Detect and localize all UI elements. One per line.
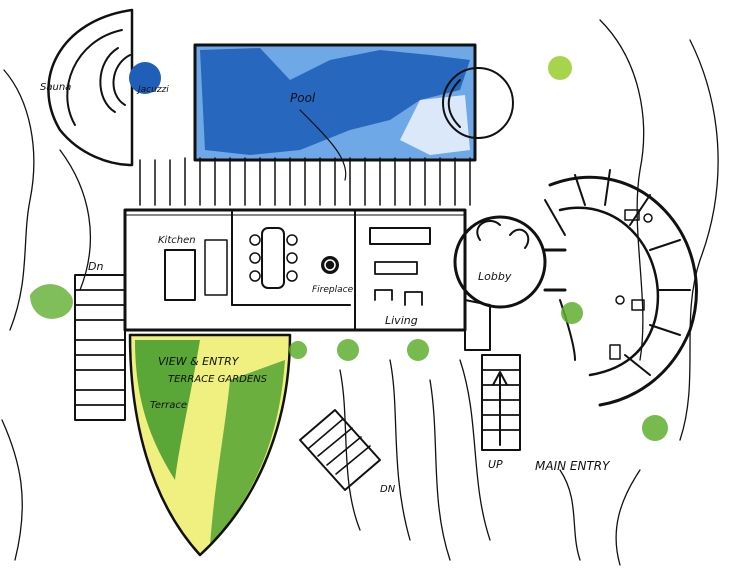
jacuzzi-label: Jacuzzi xyxy=(136,85,169,95)
wing-fixtures xyxy=(609,209,653,360)
armchair-2 xyxy=(404,291,423,306)
lobby-connector xyxy=(464,299,491,351)
lobby-label: Lobby xyxy=(478,270,512,283)
garden-fill-green xyxy=(135,340,200,480)
up-label: UP xyxy=(488,458,503,471)
fireplace-label: Fireplace xyxy=(312,285,354,295)
sauna-inner-arc xyxy=(66,29,123,126)
stairs-bottom-label: DN xyxy=(380,484,396,495)
stairs-bottom-outline xyxy=(299,409,381,491)
stairs-bottom-treads xyxy=(308,418,371,475)
wing-gap-bottom xyxy=(559,299,576,361)
fireplace-ring xyxy=(324,259,336,271)
wing-room-dividers xyxy=(574,169,691,376)
sauna-label: Sauna xyxy=(40,82,71,93)
stairs-left: Dn xyxy=(30,260,126,421)
terrace-garden: VIEW & ENTRY TERRACE GARDENS Terrace xyxy=(128,333,292,557)
dining-table xyxy=(261,227,285,289)
shrub-1 xyxy=(289,341,307,359)
terrace-gardens-label: TERRACE GARDENS xyxy=(168,374,268,385)
pool-label: Pool xyxy=(290,91,316,105)
terrace-label: Terrace xyxy=(150,400,187,411)
lobby: Lobby xyxy=(453,215,567,351)
stairs-left-label: Dn xyxy=(88,260,103,273)
shrub-6 xyxy=(642,415,668,441)
sofa-top xyxy=(369,227,431,245)
pool-water-dark xyxy=(200,48,470,155)
pool-spa-arc xyxy=(447,79,461,128)
jacuzzi-ring-1 xyxy=(112,54,131,106)
lobby-stair-arc-1 xyxy=(476,220,501,241)
pool: Pool xyxy=(193,43,514,181)
wing-inner xyxy=(558,206,660,377)
sauna-outline xyxy=(47,8,134,167)
shrubs xyxy=(289,56,668,441)
deck-slats xyxy=(139,157,471,206)
jacuzzi-ring-2 xyxy=(99,47,119,113)
shrub-3 xyxy=(407,339,429,361)
pool-leader xyxy=(299,109,347,181)
stairs-left-outline xyxy=(74,274,126,421)
entry-stairs-outline xyxy=(481,354,521,451)
kitchen-label: Kitchen xyxy=(158,235,196,246)
garden-fill-green-right xyxy=(210,360,285,545)
shrub-left xyxy=(30,284,73,319)
wing-gap-top xyxy=(544,199,566,236)
armchair-1 xyxy=(374,289,393,301)
lobby-stair-arc-2 xyxy=(509,228,530,249)
coffee-table xyxy=(374,261,418,275)
fireplace-symbol xyxy=(321,256,339,274)
main-house: Kitchen Fireplace Living xyxy=(123,208,467,332)
pool-water-white-patch xyxy=(400,95,470,155)
dining-chairs xyxy=(249,234,298,282)
shrub-2 xyxy=(337,339,359,361)
shrub-4 xyxy=(548,56,572,80)
kitchen-island xyxy=(164,249,196,301)
entry-stairs-arrow xyxy=(492,371,508,446)
site-contours xyxy=(1,19,719,566)
main-entry-label: MAIN ENTRY xyxy=(535,459,611,473)
lobby-rotunda xyxy=(453,215,547,309)
house-outline xyxy=(123,208,467,332)
garden-outline xyxy=(128,333,292,557)
living-label: Living xyxy=(385,314,418,327)
sauna-jacuzzi-pavilion: Sauna Jacuzzi xyxy=(40,8,169,167)
bedroom-wing xyxy=(544,169,698,407)
pool-spa-circle xyxy=(442,67,514,139)
wing-outer xyxy=(548,175,698,407)
kitchen-counter xyxy=(204,239,228,296)
view-entry-label: VIEW & ENTRY xyxy=(158,355,240,368)
stairs-left-treads xyxy=(74,289,126,406)
jacuzzi-tub xyxy=(129,62,161,94)
main-entry-stairs: UP MAIN ENTRY xyxy=(481,354,611,473)
stairs-bottom: DN xyxy=(299,409,396,495)
shrub-5 xyxy=(561,302,583,324)
